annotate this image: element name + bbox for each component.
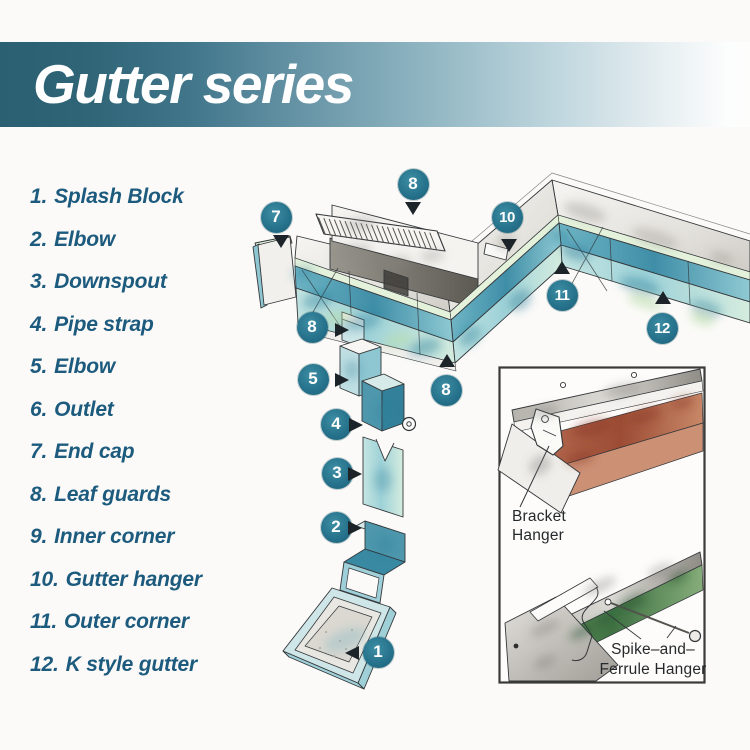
part-label: Inner corner: [54, 525, 175, 549]
part-number: 11.: [30, 610, 58, 634]
part-number: 8.: [30, 482, 48, 506]
part-label: End cap: [54, 440, 135, 464]
ferrule-hole: [604, 598, 612, 606]
part-item-9: 9.Inner corner: [30, 516, 270, 559]
spike-head: [688, 629, 702, 643]
part-item-11: 11.Outer corner: [30, 601, 270, 644]
watercolor-texture: [292, 202, 734, 653]
pointer-arrow-k-style-gutter: [655, 291, 671, 304]
pipe-strap-ring: [401, 416, 417, 432]
pointer-arrow-leaf-guards-outlet: [335, 323, 349, 337]
spike-hanger-label-line1: Spike–and–: [611, 641, 695, 658]
part-label: Leaf guards: [54, 482, 171, 506]
bracket-hanger-label-line2: Hanger: [512, 527, 564, 544]
part-item-6: 6.Outlet: [30, 389, 270, 432]
part-number: 2.: [30, 227, 48, 251]
part-item-7: 7.End cap: [30, 431, 270, 474]
part-item-3: 3.Downspout: [30, 261, 270, 304]
part-label: Splash Block: [54, 185, 184, 209]
part-item-12: 12.K style gutter: [30, 644, 270, 687]
part-label: K style gutter: [65, 652, 198, 676]
badge-12-k-style-gutter: 12: [646, 312, 678, 344]
badge-2-elbow-lower: 2: [320, 511, 352, 543]
pointer-arrow-outer-corner: [554, 261, 570, 274]
part-label: Elbow: [54, 227, 115, 251]
page-title: Gutter series: [33, 53, 354, 115]
part-number: 1.: [30, 185, 48, 209]
spike-hanger-label-line2: Ferrule Hanger: [599, 661, 706, 678]
part-number: 9.: [30, 525, 48, 549]
badge-4-pipe-strap: 4: [320, 408, 352, 440]
part-number: 5.: [30, 355, 48, 379]
part-label: Downspout: [54, 270, 167, 294]
part-item-4: 4.Pipe strap: [30, 304, 270, 347]
part-label: Outlet: [54, 397, 114, 421]
pointer-arrow-gutter-hanger: [501, 239, 517, 252]
title-banner: Gutter series: [0, 42, 750, 127]
part-label: Outer corner: [64, 610, 189, 634]
inset-panel: Bracket Hanger Spike–and– Ferrule Hanger: [497, 366, 706, 684]
part-number: 4.: [30, 312, 48, 336]
downspout-chain: [282, 311, 417, 690]
badge-5-elbow-upper: 5: [297, 363, 329, 395]
part-number: 12.: [30, 652, 59, 676]
badge-8-leaf-guards-grate: 8: [397, 168, 429, 200]
badge-10-gutter-hanger: 10: [491, 201, 523, 233]
badge-1-splash-block: 1: [362, 636, 394, 668]
pointer-arrow-downspout: [348, 467, 362, 481]
part-item-1: 1.Splash Block: [30, 176, 270, 219]
outlet-hole: [383, 269, 409, 297]
part-item-5: 5.Elbow: [30, 346, 270, 389]
bracket-hanger-label-line1: Bracket: [512, 508, 566, 525]
part-number: 6.: [30, 397, 48, 421]
part-label: Gutter hanger: [65, 567, 202, 591]
badge-3-downspout: 3: [321, 457, 353, 489]
screw: [630, 371, 638, 379]
pointer-arrow-pipe-strap: [349, 418, 363, 432]
part-number: 7.: [30, 440, 48, 464]
badge-11-outer-corner: 11: [546, 279, 578, 311]
part-label: Elbow: [54, 355, 115, 379]
badge-7-end-cap: 7: [260, 201, 292, 233]
part-number: 10.: [30, 567, 59, 591]
part-item-2: 2.Elbow: [30, 219, 270, 262]
pointer-arrow-elbow-lower: [348, 521, 362, 535]
pointer-arrow-splash-block: [345, 646, 359, 660]
spike-ferrule-art: [504, 551, 704, 682]
pointer-arrow-leaf-guards-grate: [405, 202, 421, 215]
badge-8-leaf-guards-corner: 8: [430, 374, 462, 406]
pointer-arrow-elbow-upper: [335, 373, 349, 387]
part-number: 3.: [30, 270, 48, 294]
pointer-arrow-leaf-guards-corner: [439, 354, 455, 367]
badge-8-leaf-guards-outlet: 8: [296, 311, 328, 343]
part-label: Pipe strap: [54, 312, 154, 336]
screw: [559, 381, 567, 389]
pointer-arrow-end-cap: [273, 235, 289, 248]
part-item-8: 8.Leaf guards: [30, 474, 270, 517]
part-item-10: 10.Gutter hanger: [30, 559, 270, 602]
